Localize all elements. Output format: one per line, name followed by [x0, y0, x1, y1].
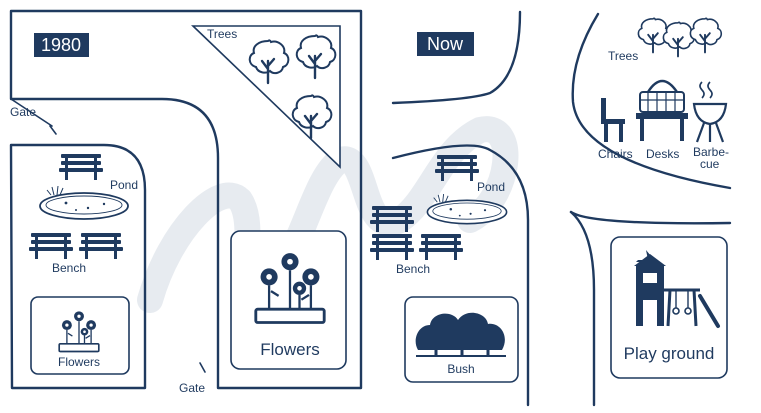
panel-1980: 1980 Trees Gate Gate Pond Bench Flowers … [9, 9, 363, 395]
flowers-label-small: Flowers [58, 355, 100, 369]
now-path-middle [391, 144, 530, 407]
bush-icon [415, 312, 506, 357]
barbecue-label-line1: Barbe- [693, 145, 729, 159]
barbecue-icon [692, 81, 728, 143]
now-path-playground-top [569, 210, 732, 225]
year-badge-now [417, 32, 474, 56]
bench-icon [29, 233, 73, 259]
year-label-now: Now [427, 34, 464, 54]
tree-icon [662, 21, 696, 58]
now-path-playground-left [569, 210, 596, 407]
trees-label-now: Trees [608, 49, 638, 63]
gate-left-marker [10, 98, 57, 135]
trees-label-1980: Trees [207, 27, 237, 41]
gate-label-bottom: Gate [179, 381, 205, 395]
barbecue-label-line2: cue [700, 157, 720, 171]
playground-label: Play ground [624, 344, 715, 363]
panel-now: Now Trees Chairs Desks [370, 10, 732, 407]
gate-bottom-marker [199, 362, 206, 373]
bench-icon [79, 233, 123, 259]
now-path-top [391, 10, 522, 105]
bench-icon [435, 155, 479, 181]
bench-icon [370, 234, 414, 260]
desks-label: Desks [646, 147, 679, 161]
pond-label-now: Pond [477, 180, 505, 194]
flowers-label-big: Flowers [260, 340, 320, 359]
park-path-outline [9, 9, 363, 390]
west-lawn-outline [9, 143, 147, 390]
gate-label-left: Gate [10, 105, 36, 119]
year-label-1980: 1980 [41, 35, 81, 55]
bush-label: Bush [447, 362, 474, 376]
pond-label-1980: Pond [110, 178, 138, 192]
bench-icon [59, 154, 103, 180]
now-path-picnic-edge [571, 12, 732, 190]
chair-icon [601, 98, 625, 142]
bench-icon [419, 234, 463, 260]
picnic-basket-icon [639, 79, 685, 113]
year-badge-1980 [34, 33, 89, 57]
chairs-label: Chairs [598, 147, 633, 161]
tree-icon [689, 17, 723, 54]
desk-icon [636, 113, 688, 141]
playground-icon [634, 250, 720, 328]
bench-label-1980: Bench [52, 261, 86, 275]
flowers-box-big [230, 230, 347, 370]
flowers-box-small [30, 296, 130, 375]
bench-label-now: Bench [396, 262, 430, 276]
